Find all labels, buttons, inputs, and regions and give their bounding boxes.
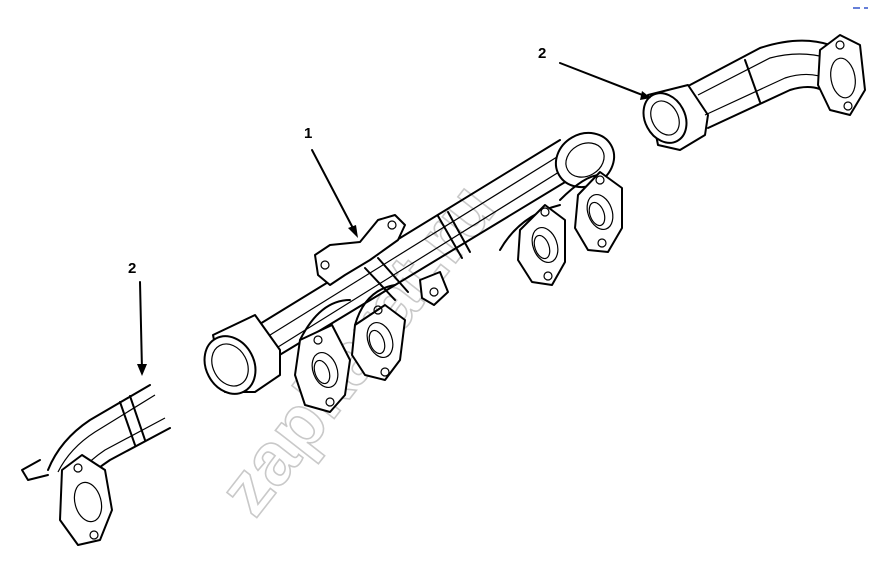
callout-1: 1 [304, 125, 312, 142]
sealing-ring-left [203, 314, 281, 395]
exhaust-pipe-right [689, 34, 866, 129]
flange-1 [294, 324, 351, 413]
manifold-body [249, 131, 623, 413]
callout-2-right: 2 [538, 45, 546, 62]
arrowhead-2-left [137, 364, 147, 376]
flange-2 [351, 304, 406, 381]
callout-2-left: 2 [128, 260, 136, 277]
flange-left-end [59, 454, 113, 546]
leader-2-left [139, 281, 143, 371]
flange-3 [517, 204, 566, 286]
sealing-ring-right [642, 84, 709, 151]
flange-4 [574, 171, 623, 253]
exhaust-pipe-left [21, 384, 171, 546]
leader-2-right [559, 62, 646, 97]
arrowhead-1 [348, 225, 358, 238]
arrowhead-2-right [640, 91, 651, 100]
leader-lines [137, 62, 651, 376]
leader-1 [311, 149, 356, 233]
flange-right-end [817, 34, 866, 116]
